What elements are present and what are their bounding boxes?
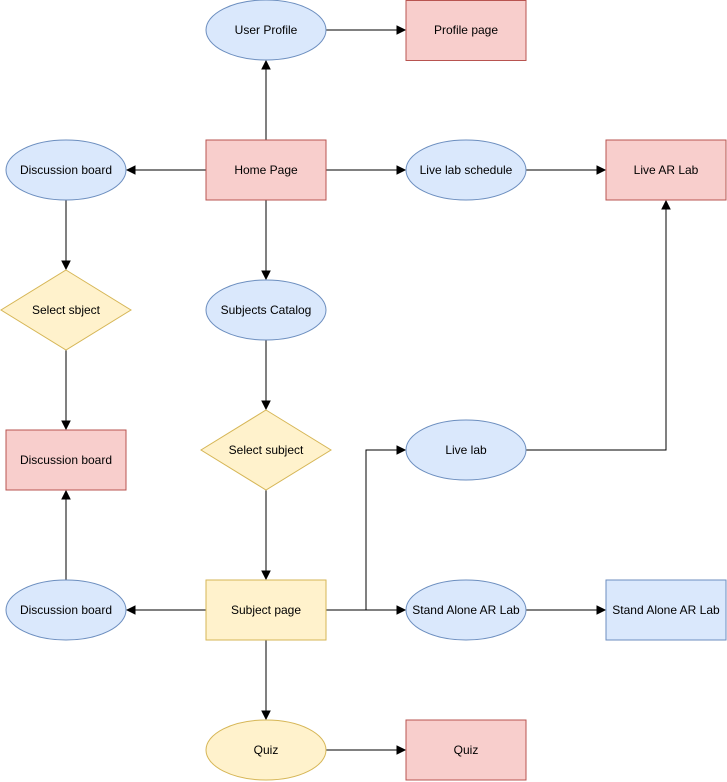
node-label: Subject page bbox=[231, 603, 301, 617]
edge-live-lab-to-live-ar-lab bbox=[526, 207, 667, 451]
node-quiz-rect[interactable]: Quiz bbox=[405, 719, 527, 781]
node-quiz-ellipse[interactable]: Quiz bbox=[205, 719, 327, 781]
arrowhead bbox=[396, 165, 407, 175]
rect-shape bbox=[205, 139, 327, 201]
arrowhead bbox=[396, 745, 407, 755]
ellipse-shape bbox=[5, 579, 127, 641]
node-user-profile[interactable]: User Profile bbox=[205, 0, 327, 61]
rect-shape bbox=[405, 719, 527, 781]
node-discussion-board-mid[interactable]: Discussion board bbox=[5, 429, 127, 491]
node-select-subject[interactable]: Select subject bbox=[200, 409, 332, 491]
edges bbox=[61, 25, 671, 755]
node-stand-alone-ar-lab-rect[interactable]: Stand Alone AR Lab bbox=[605, 579, 727, 641]
node-discussion-board-top[interactable]: Discussion board bbox=[5, 139, 127, 201]
ellipse-shape bbox=[405, 419, 527, 481]
node-label: Select subject bbox=[229, 443, 304, 457]
rect-shape bbox=[205, 579, 327, 641]
node-label: Select sbject bbox=[32, 303, 101, 317]
node-subject-page[interactable]: Subject page bbox=[205, 579, 327, 641]
arrowhead bbox=[596, 165, 607, 175]
arrowhead bbox=[396, 605, 407, 615]
edge-subject-page-to-live-lab bbox=[365, 449, 399, 610]
node-home-page[interactable]: Home Page bbox=[205, 139, 327, 201]
rect-shape bbox=[605, 579, 727, 641]
rect-shape bbox=[405, 0, 527, 61]
node-label: Subjects Catalog bbox=[221, 303, 312, 317]
rect-shape bbox=[605, 139, 727, 201]
arrowhead bbox=[261, 270, 271, 281]
arrowhead bbox=[396, 25, 407, 35]
node-stand-alone-ar-lab-ellipse[interactable]: Stand Alone AR Lab bbox=[405, 579, 527, 641]
arrowhead bbox=[125, 165, 136, 175]
ellipse-shape bbox=[205, 0, 327, 61]
node-label: Stand Alone AR Lab bbox=[612, 603, 720, 617]
node-label: Discussion board bbox=[20, 453, 112, 467]
diamond-shape bbox=[0, 269, 132, 351]
node-live-lab[interactable]: Live lab bbox=[405, 419, 527, 481]
diamond-shape bbox=[200, 409, 332, 491]
node-select-sbject[interactable]: Select sbject bbox=[0, 269, 132, 351]
node-label: User Profile bbox=[235, 23, 298, 37]
arrowhead bbox=[261, 400, 271, 411]
node-live-lab-schedule[interactable]: Live lab schedule bbox=[405, 139, 527, 201]
arrowhead bbox=[596, 605, 607, 615]
arrowhead bbox=[661, 199, 671, 210]
arrowhead bbox=[396, 445, 407, 455]
arrowhead bbox=[261, 570, 271, 581]
node-label: Live lab schedule bbox=[420, 163, 513, 177]
node-subjects-catalog[interactable]: Subjects Catalog bbox=[205, 279, 327, 341]
arrowhead bbox=[125, 605, 136, 615]
node-live-ar-lab[interactable]: Live AR Lab bbox=[605, 139, 727, 201]
ellipse-shape bbox=[405, 139, 527, 201]
node-label: Live AR Lab bbox=[634, 163, 699, 177]
ellipse-shape bbox=[5, 139, 127, 201]
node-label: Quiz bbox=[454, 743, 479, 757]
node-label: Home Page bbox=[234, 163, 298, 177]
node-label: Discussion board bbox=[20, 603, 112, 617]
node-label: Discussion board bbox=[20, 163, 112, 177]
arrowhead bbox=[61, 420, 71, 431]
node-discussion-board-bottom[interactable]: Discussion board bbox=[5, 579, 127, 641]
node-label: Quiz bbox=[254, 743, 279, 757]
ellipse-shape bbox=[405, 579, 527, 641]
arrowhead bbox=[261, 710, 271, 721]
node-label: Profile page bbox=[434, 23, 498, 37]
rect-shape bbox=[5, 429, 127, 491]
node-profile-page[interactable]: Profile page bbox=[405, 0, 527, 61]
arrowhead bbox=[261, 59, 271, 70]
ellipse-shape bbox=[205, 279, 327, 341]
node-label: Stand Alone AR Lab bbox=[412, 603, 520, 617]
arrowhead bbox=[61, 260, 71, 271]
arrowhead bbox=[61, 489, 71, 500]
ellipse-shape bbox=[205, 719, 327, 781]
node-label: Live lab bbox=[445, 443, 487, 457]
